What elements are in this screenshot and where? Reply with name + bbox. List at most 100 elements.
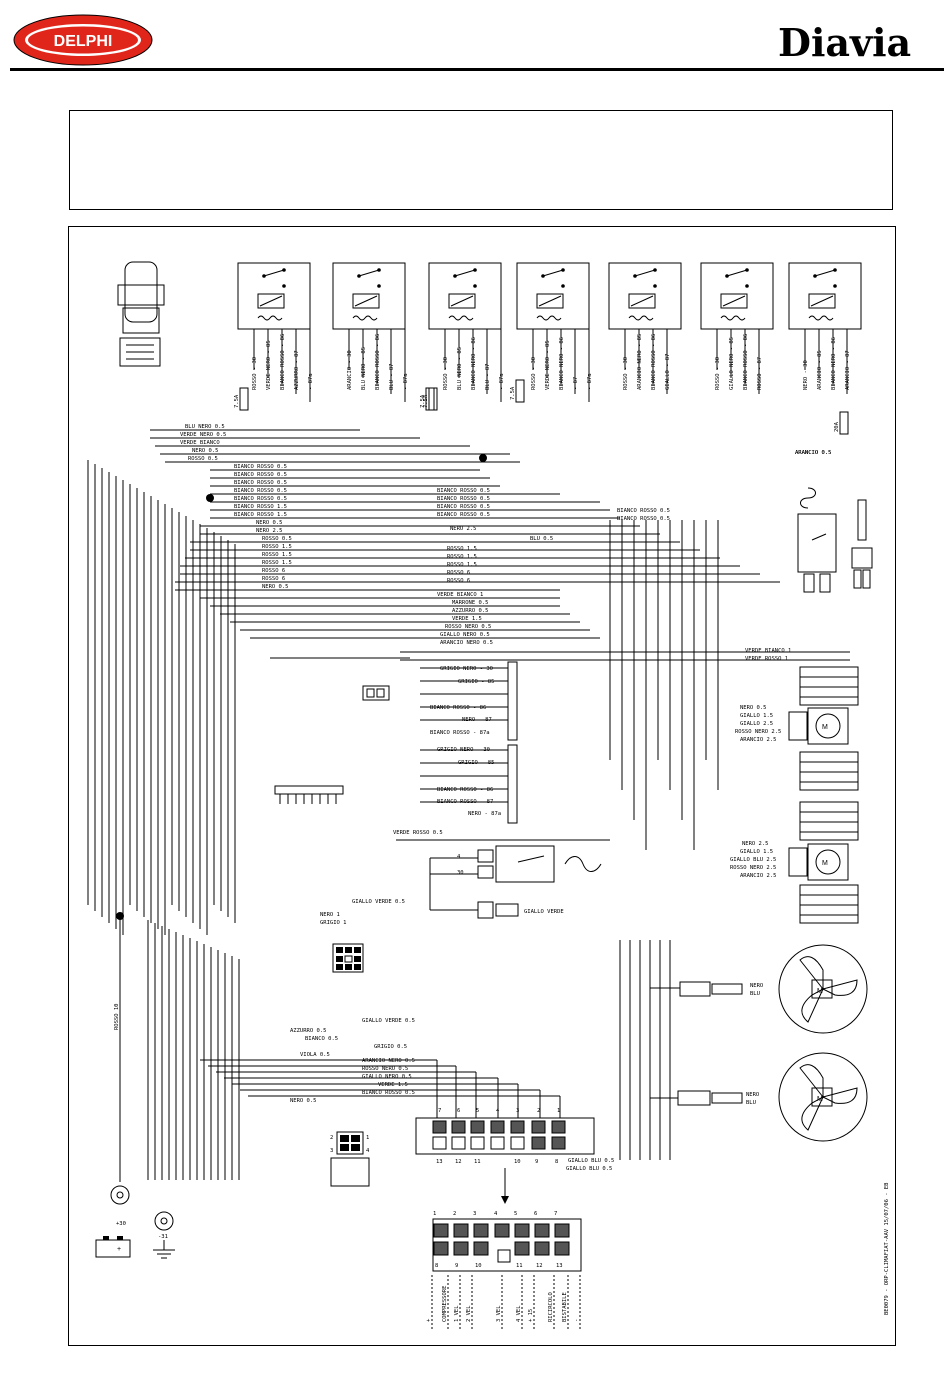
panel-6pin-connector [332,943,364,973]
relay-block-a-label: GRIGIO NERO - 30 [440,666,493,672]
pin-number: 8 [555,1159,558,1165]
delphi-logo-text: DELPHI [54,33,113,50]
harness-wire-label: ROSSO 1.5 [262,552,292,558]
header-rule [10,68,944,71]
pin-label: 3 [330,1148,333,1154]
harness-bus [87,429,850,1180]
panel-comb-connector [274,785,344,804]
relay-wire-label: BIANCO ROSSO - 86 [280,334,286,390]
relay-block-b-label: GRIGIO - 85 [458,760,494,766]
blower-1-wire: ARANCIO 2.5 [740,737,776,743]
fuse-label: 7.5A [234,394,240,408]
relay-wire-label: ROSSO - 30 [623,357,629,390]
pin-number: 7 [438,1108,441,1114]
relay-block-b: GRIGIO NERO - 30 GRIGIO - 85 BIANCO ROSS… [437,744,518,824]
relay-wire-label: - 87 [573,377,579,390]
battery-terminal-label: +30 [116,1221,126,1227]
blower-1-wire: GIALLO 1.5 [740,713,773,719]
relay-wire-label: BIANCO NERO - 86 [831,337,837,390]
pin-label: 2 [330,1135,333,1141]
thermostat-switch: 4 30 VERDE ROSSO 0.5 GIALLO VERDE 0.5 [352,830,602,905]
blower-2-wire: ROSSO NERO 2.5 [730,865,776,871]
diagram-frame [68,226,896,1346]
relay-wire-label: BLU NERO - 85 [361,347,367,390]
harness-wire-label: BIANCO ROSSO 0.5 [234,488,287,494]
motor-m-icon: M [817,1096,823,1103]
giallo-blu-label: GIALLO BLU 0.5 [568,1158,614,1164]
splice-node [479,454,487,462]
relay-wire-label: - 87a [403,373,409,390]
connector-b-function: 3 VEL [496,1305,502,1322]
relay-wire-label: BIANCO ROSSO - 86 [375,334,381,390]
harness-wire-label: ROSSO 1.5 [262,544,292,550]
switch-4-label: 4 [457,854,461,860]
pin-number: 4 [494,1211,498,1217]
relay-wire-label: GIALLO - 87 [665,354,671,390]
fan-1-wire: NERO [750,983,763,989]
relay-wire-label: - 87a [308,373,314,390]
notes-box [69,110,893,210]
pin-number: 13 [556,1263,563,1269]
pin-number: 6 [534,1211,537,1217]
harness-wire-label: BIANCO ROSSO 0.5 [234,496,287,502]
harness-wire-label: BIANCO ROSSO 0.5 [437,496,490,502]
relay-wire-label: ROSSO - 30 [252,357,258,390]
pin-number: 5 [514,1211,517,1217]
harness-wire-label: ROSSO 0.5 [188,456,218,462]
small-4pin-connector: 1 4 2 3 [330,1131,370,1187]
splice-node [206,494,214,502]
connector-b-function: 2 VEL [466,1305,472,1322]
relay-wire-label: ARANCIO - 85 [817,350,823,390]
arancio-nero-label: ARANCIO NERO 0.5 [362,1058,415,1064]
pin-label: 4 [366,1148,370,1154]
pin-number: 9 [535,1159,538,1165]
harness-wire-label: NERO 2.5 [256,528,283,534]
diavia-logo-text: Diavia [778,20,911,64]
connector-b-function: RICIRCOLO [548,1292,554,1322]
battery: + +30 [95,916,131,1258]
harness-wire-label: BIANCO ROSSO 0.5 [617,516,670,522]
relay-block-b-label: GRIGIO NERO - 30 [437,747,490,753]
connector-b-function: + 15 [528,1309,534,1322]
pin-number: 1 [557,1108,560,1114]
relay-block-b-label: NERO - 87a [468,811,501,817]
small-relay-connector [362,685,390,701]
pin-number: 13 [436,1159,443,1165]
harness-wire-label: ROSSO 6 [447,578,470,584]
harness-wire-label: NERO 0.5 [262,584,289,590]
giallo-verde-bottom-label: GIALLO VERDE 0.5 [362,1018,415,1024]
relay-wire-label: ARANCIO - 87 [845,350,851,390]
relay-wire-label: ARANCIO NERO - 85 [637,334,643,390]
harness-wire-label: BIANCO ROSSO 0.5 [617,508,670,514]
pin-number: 1 [433,1211,436,1217]
fuse-label: 7.5A [420,394,426,408]
pin-number: 3 [473,1211,476,1217]
giallo-blu-2-label: GIALLO BLU 0.5 [566,1166,612,1172]
harness-wire-label: ROSSO 1.5 [447,546,477,552]
blower-2-wire: GIALLO 1.5 [740,849,773,855]
switch-30-label: 30 [457,870,464,876]
bianco-rosso-label: BIANCO ROSSO 0.5 [362,1090,415,1096]
pin-number: 7 [554,1211,557,1217]
motor-m-icon: M [817,988,823,995]
relay-wire-label: AZZURRO - 87 [294,350,300,390]
relay-block-a-label: BIANCO ROSSO - 87a [430,730,490,736]
harness-wire-label: ROSSO NERO 0.5 [445,624,491,630]
harness-wire-label: BLU NERO 0.5 [185,424,225,430]
fuse-label: 20A [834,421,840,432]
blower-2-wire: ARANCIO 2.5 [740,873,776,879]
motor-m-icon: M [822,724,828,731]
relay-wire-label: - 87a [587,373,593,390]
connector-b-function: COMPRESSORE [442,1286,448,1322]
motor-m-icon: M [822,860,828,867]
relay-block-a: GRIGIO NERO - 30 GRIGIO - 85 BIANCO ROSS… [430,661,518,741]
harness-wire-label: NERO 0.5 [256,520,283,526]
harness-wire-label: GIALLO NERO 0.5 [440,632,490,638]
harness-wire-label: MARRONE 0.5 [452,600,488,606]
harness-wire-label: VERDE BIANCO 1 [437,592,483,598]
delphi-logo: DELPHI [13,14,153,66]
